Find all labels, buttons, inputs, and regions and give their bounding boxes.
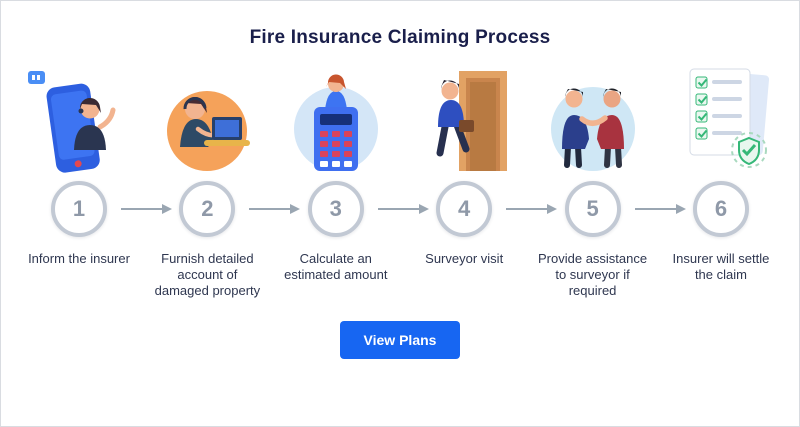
arrow-right-icon <box>249 204 301 214</box>
surveyor-door-icon <box>436 71 508 171</box>
step-number: 6 <box>714 196 728 221</box>
step-4: 4 Surveyor visit <box>409 63 558 299</box>
step-label: Insurer will settle the claim <box>672 251 770 282</box>
step-1: 1 Inform the insurer <box>24 63 172 299</box>
step-number-circle: 6 <box>692 181 749 237</box>
handshake-illustration <box>538 63 648 175</box>
step-number: 5 <box>586 196 599 221</box>
step-label: Provide assistance to surveyor if requir… <box>538 251 648 298</box>
arrow-right-icon <box>121 204 172 214</box>
claim-document-shield-illustration <box>666 63 776 175</box>
step-number-circle: 3 <box>307 181 364 237</box>
calculator-illustration <box>281 63 391 175</box>
step-number-circle: 2 <box>179 181 236 237</box>
arrow-right-icon <box>506 204 558 214</box>
view-plans-button[interactable]: View Plans <box>339 321 461 359</box>
step-label: Calculate an estimated amount <box>284 251 388 282</box>
arrow-right-icon <box>634 204 686 214</box>
step-number-circle: 1 <box>51 181 107 237</box>
step-number-circle: 4 <box>436 181 493 237</box>
step-5: 5 Provide assistance to surveyor if requ… <box>538 63 686 299</box>
page-title: Fire Insurance Claiming Process <box>249 27 551 48</box>
woman-laptop-illustration <box>152 63 262 175</box>
step-6: 6 Insurer will settle the claim <box>669 63 773 299</box>
step-number: 4 <box>458 196 471 221</box>
step-3: 3 Calculate an estimated amount <box>281 63 429 299</box>
handshake-icon <box>550 87 635 171</box>
step-label: Surveyor visit <box>425 251 504 266</box>
arrow-right-icon <box>377 204 429 214</box>
step-number-circle: 5 <box>564 181 621 237</box>
step-number: 3 <box>329 196 342 221</box>
step-label: Furnish detailed account of damaged prop… <box>154 251 261 298</box>
woman-laptop-icon <box>167 91 251 171</box>
step-2: 2 Furnish detailed account of damaged pr… <box>152 63 301 299</box>
cta-container: View Plans <box>1 321 799 359</box>
step-label: Inform the insurer <box>28 251 130 266</box>
calculator-icon <box>293 74 378 171</box>
claim-document-shield-icon <box>689 68 769 168</box>
step-number: 1 <box>72 196 86 221</box>
step-number: 2 <box>201 196 214 221</box>
steps-row: 1 Inform the insurer <box>1 63 799 299</box>
phone-support-agent-illustration <box>24 63 134 175</box>
surveyor-door-illustration <box>409 63 519 175</box>
phone-support-agent-icon <box>28 71 116 173</box>
